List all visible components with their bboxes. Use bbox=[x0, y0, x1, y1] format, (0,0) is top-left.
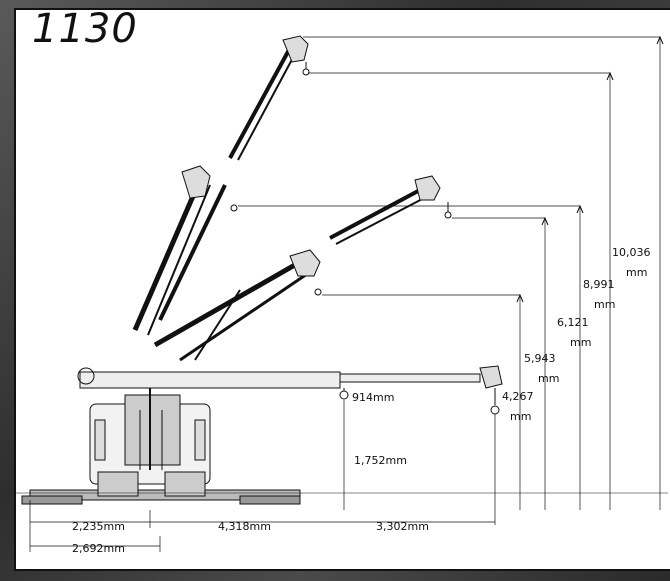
model-title: 1130 bbox=[32, 6, 138, 52]
boom-position-2 bbox=[132, 165, 580, 336]
height-label-3: 6,121 bbox=[557, 316, 589, 329]
height-label-2: 8,991 bbox=[583, 278, 615, 291]
dimension-d4: 2,692mm bbox=[72, 542, 125, 555]
height-label-4: 5,943 bbox=[524, 352, 556, 365]
dimension-d2: 4,318mm bbox=[218, 520, 271, 533]
dimension-d1: 2,235mm bbox=[72, 520, 125, 533]
crane-base bbox=[21, 388, 301, 505]
boom-position-3 bbox=[329, 175, 545, 245]
height-label-4-unit: mm bbox=[538, 372, 559, 385]
boom-position-1 bbox=[228, 35, 660, 161]
hook-drop-label: 914mm bbox=[352, 391, 394, 404]
boom-position-4 bbox=[153, 249, 520, 362]
height-label-5-unit: mm bbox=[510, 410, 531, 423]
height-label-5: 4,267 bbox=[502, 390, 534, 403]
height-label-1-unit: mm bbox=[626, 266, 647, 279]
dimension-d3: 3,302mm bbox=[376, 520, 429, 533]
height-label-3-unit: mm bbox=[570, 336, 591, 349]
base-height-label: 1,752mm bbox=[354, 454, 407, 467]
height-label-1: 10,036 bbox=[612, 246, 651, 259]
boom-horizontal bbox=[77, 365, 503, 415]
height-label-2-unit: mm bbox=[594, 298, 615, 311]
